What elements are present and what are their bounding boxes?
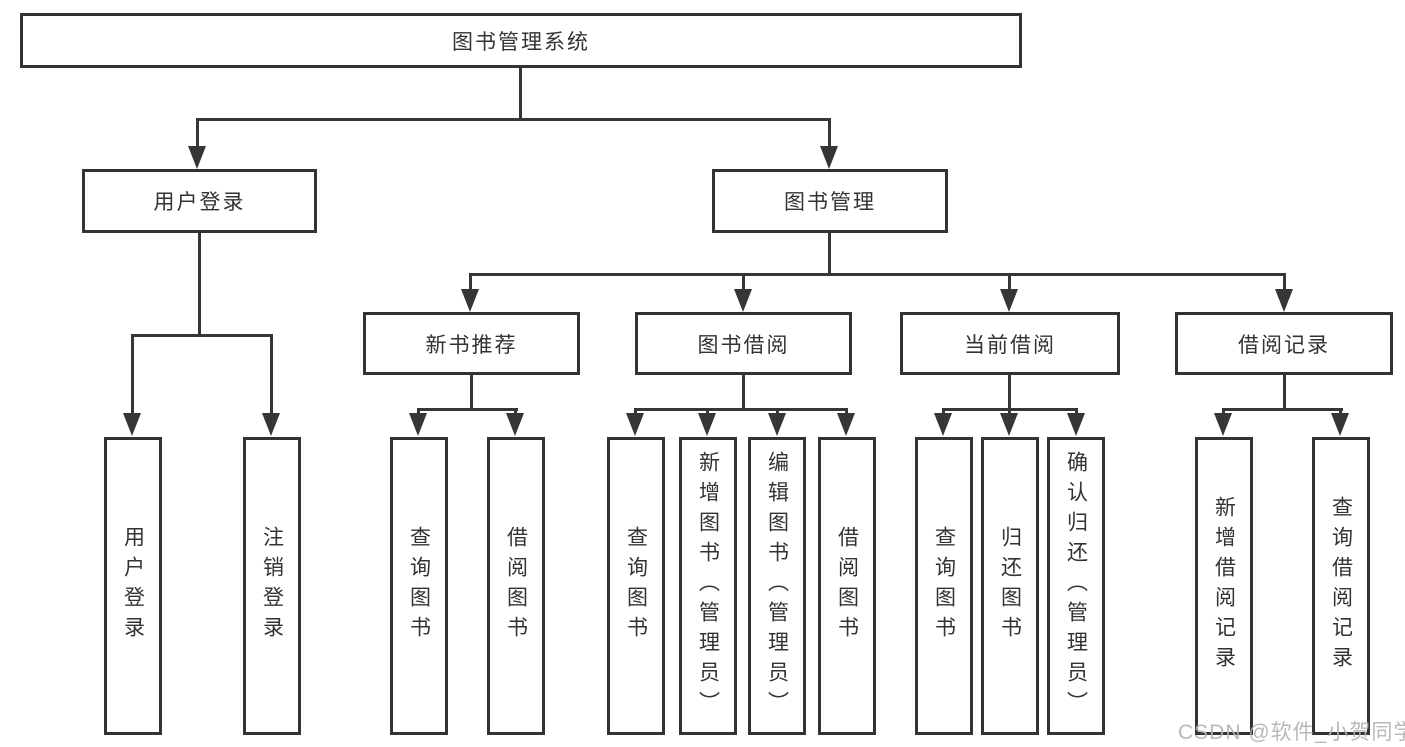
arrow-head	[1000, 289, 1018, 312]
arrow-head	[698, 413, 716, 436]
node-label: 查询借阅记录	[1329, 496, 1353, 676]
arrow-head	[1275, 289, 1293, 312]
connector-line	[198, 233, 201, 334]
arrow-head	[506, 413, 524, 436]
node-label: 图书借阅	[697, 333, 790, 357]
node-label: 查询图书	[624, 526, 648, 646]
connector-line	[742, 273, 745, 293]
leaf-query-books-recommend: 查询图书	[390, 437, 448, 735]
arrow-head	[1331, 413, 1349, 436]
connector-line	[131, 334, 134, 418]
arrow-head	[409, 413, 427, 436]
connector-line	[469, 273, 472, 293]
node-label: 借阅记录	[1238, 333, 1330, 357]
connector-line	[196, 118, 199, 148]
node-label: 编辑图书（管理员）	[765, 451, 789, 721]
connector-line	[1008, 273, 1011, 293]
arrow-head	[123, 413, 141, 436]
connector-line	[417, 408, 518, 411]
connector-line	[132, 334, 273, 337]
node-borrowing-records: 借阅记录	[1175, 312, 1393, 375]
node-label: 查询图书	[932, 526, 956, 646]
connector-line	[270, 334, 273, 418]
node-label: 新增借阅记录	[1212, 496, 1236, 676]
leaf-borrow-books-recommend: 借阅图书	[487, 437, 545, 735]
connector-line	[742, 375, 745, 408]
arrow-head	[626, 413, 644, 436]
node-label: 归还图书	[998, 526, 1022, 646]
node-book-borrowing: 图书借阅	[635, 312, 852, 375]
connector-line	[828, 233, 831, 273]
connector-line	[634, 408, 848, 411]
node-label: 新书推荐	[425, 333, 518, 357]
arrow-head	[820, 146, 838, 169]
arrow-head	[188, 146, 206, 169]
node-label: 图书管理系统	[452, 30, 590, 54]
node-library-management-system: 图书管理系统	[20, 13, 1022, 68]
leaf-logout: 注销登录	[243, 437, 301, 735]
node-label: 当前借阅	[964, 333, 1056, 357]
node-new-book-recommend: 新书推荐	[363, 312, 580, 375]
node-label: 用户登录	[153, 191, 246, 214]
arrow-head	[1067, 413, 1085, 436]
leaf-query-books-current: 查询图书	[915, 437, 973, 735]
leaf-query-books-borrowing: 查询图书	[607, 437, 665, 735]
leaf-add-books-admin: 新增图书（管理员）	[679, 437, 737, 735]
connector-line	[1283, 375, 1286, 408]
arrow-head	[768, 413, 786, 436]
node-label: 借阅图书	[835, 526, 859, 646]
arrow-head	[837, 413, 855, 436]
leaf-borrow-books-borrowing: 借阅图书	[818, 437, 876, 735]
connector-line	[1283, 273, 1286, 293]
node-label: 借阅图书	[504, 526, 528, 646]
arrow-head	[1214, 413, 1232, 436]
node-label: 图书管理	[784, 191, 876, 214]
connector-line	[1222, 408, 1343, 411]
connector-root-stub	[519, 68, 522, 118]
arrow-head	[1000, 413, 1018, 436]
node-label: 新增图书（管理员）	[696, 451, 720, 721]
node-label: 确认归还（管理员）	[1064, 451, 1088, 721]
arrow-head	[461, 289, 479, 312]
arrow-head	[934, 413, 952, 436]
leaf-confirm-return-admin: 确认归还（管理员）	[1047, 437, 1105, 735]
watermark: CSDN @软件_小贺同学	[1178, 721, 1405, 744]
connector-line	[828, 118, 831, 148]
node-label: 用户登录	[121, 526, 145, 646]
arrow-head	[262, 413, 280, 436]
leaf-add-borrow-record: 新增借阅记录	[1195, 437, 1253, 735]
node-label: 注销登录	[260, 526, 284, 646]
leaf-query-borrow-record: 查询借阅记录	[1312, 437, 1370, 735]
node-user-login: 用户登录	[82, 169, 317, 233]
arrow-head	[734, 289, 752, 312]
node-book-management: 图书管理	[712, 169, 948, 233]
leaf-edit-books-admin: 编辑图书（管理员）	[748, 437, 806, 735]
leaf-return-books: 归还图书	[981, 437, 1039, 735]
connector-line	[470, 375, 473, 408]
connector-line	[1008, 375, 1011, 408]
leaf-user-login: 用户登录	[104, 437, 162, 735]
connector-level2-hline	[197, 118, 831, 121]
node-current-borrowing: 当前借阅	[900, 312, 1120, 375]
node-label: 查询图书	[407, 526, 431, 646]
connector-level3-hline	[469, 273, 1286, 276]
